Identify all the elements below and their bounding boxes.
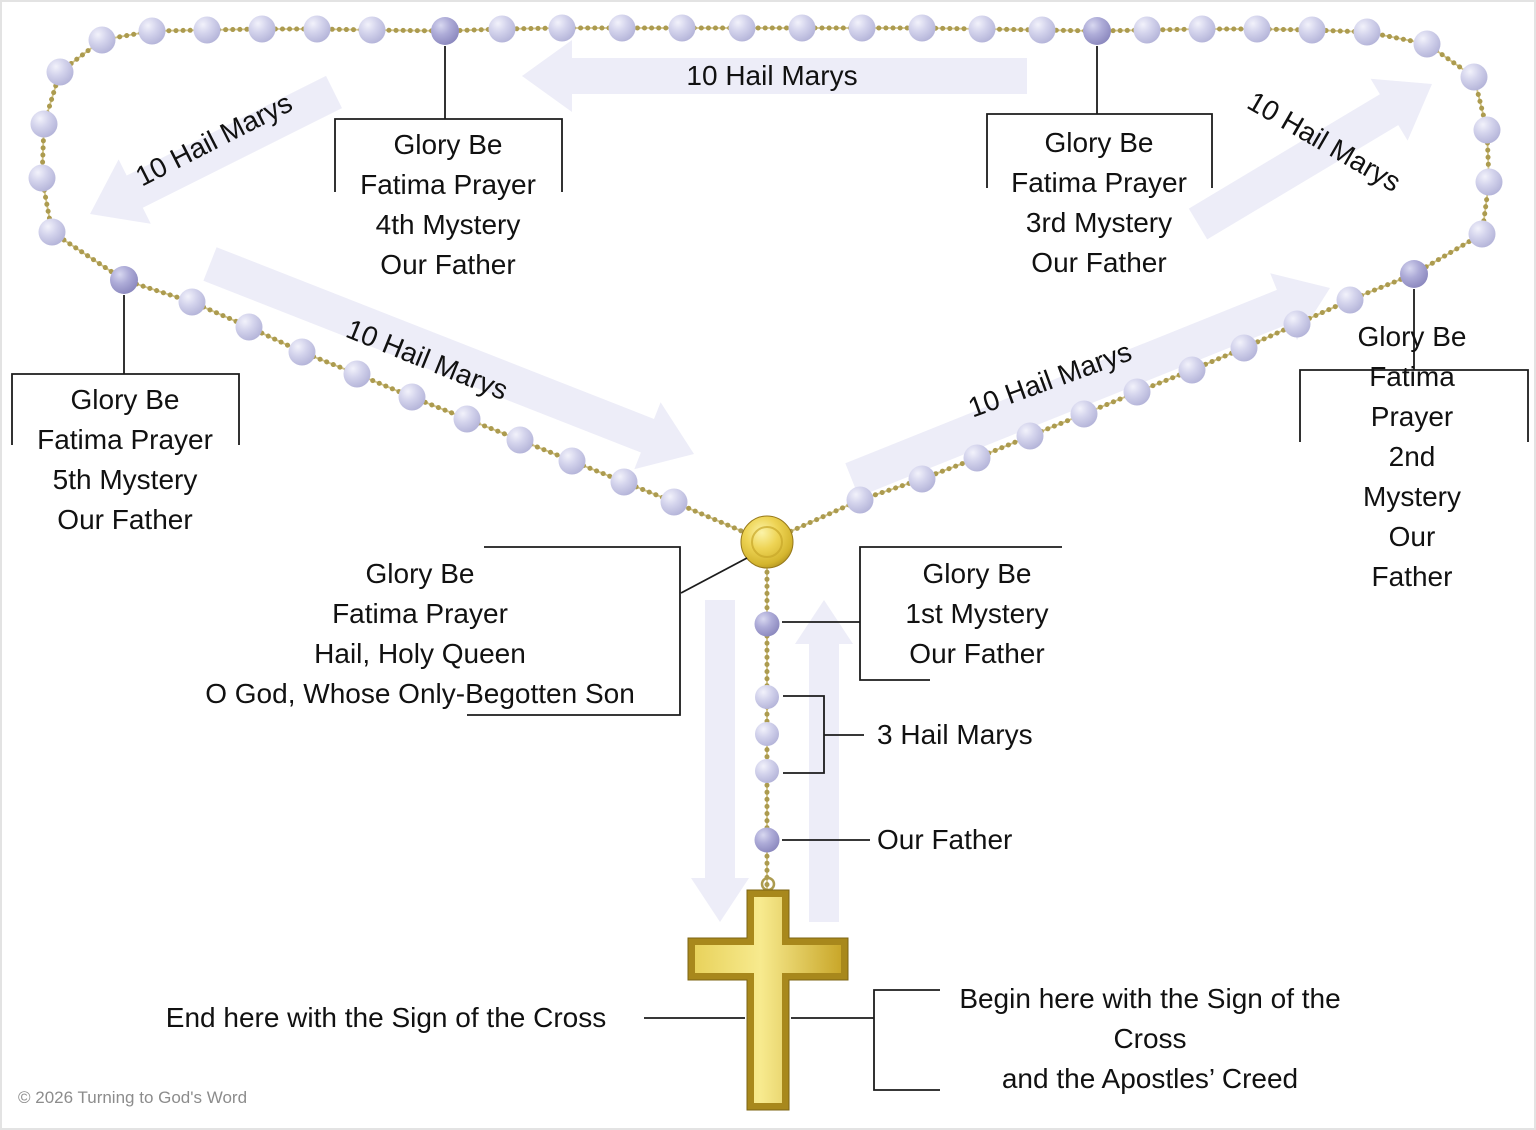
box-fifth-mystery: Glory Be Fatima Prayer 5th Mystery Our F…	[37, 384, 213, 535]
label-begin-here: Begin here with the Sign of the Cross an…	[959, 983, 1341, 1094]
rosary-beads	[28, 14, 1503, 853]
connector-lines	[11, 46, 1529, 1091]
label-end-here: End here with the Sign of the Cross	[165, 1002, 607, 1033]
crucifix-icon	[687, 876, 849, 1111]
box-closing-prayers: Glory Be Fatima Prayer Hail, Holy Queen …	[205, 558, 635, 709]
center-medal-icon	[740, 515, 794, 569]
box-second-mystery: Glory Be Fatima Prayer 2nd Mystery Our F…	[1357, 321, 1467, 592]
label-our-father: Our Father	[877, 824, 1013, 855]
box-third-mystery: Glory Be Fatima Prayer 3rd Mystery Our F…	[1011, 127, 1187, 278]
arrow-label-top: 10 Hail Marys	[686, 60, 858, 91]
box-first-mystery: Glory Be 1st Mystery Our Father	[905, 558, 1049, 669]
direction-arrows	[90, 40, 1432, 922]
copyright-text: © 2026 Turning to God's Word	[18, 1088, 248, 1107]
box-fourth-mystery: Glory Be Fatima Prayer 4th Mystery Our F…	[360, 129, 536, 280]
label-three-hail-marys: 3 Hail Marys	[877, 719, 1033, 750]
